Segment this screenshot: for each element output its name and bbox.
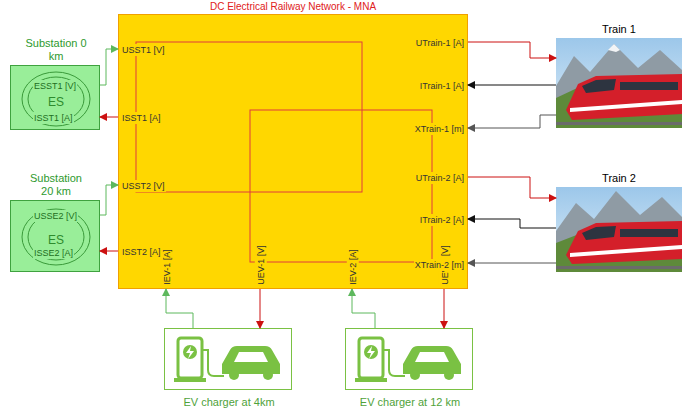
signal-connector: [468, 263, 556, 264]
signal-name: IEV-2 [A]: [347, 248, 359, 286]
ev-charger-icon: [355, 338, 461, 382]
signal-connector: [100, 251, 118, 252]
signal-name: USST1 [V]: [121, 44, 166, 56]
source-label: ES: [21, 234, 91, 246]
signal-connector: [468, 219, 556, 228]
train-heading: Train 1: [556, 23, 682, 35]
charger-caption: EV charger at 4km: [135, 396, 323, 408]
signal-connector: [468, 177, 556, 198]
ev-charger-icon: [174, 338, 280, 382]
network-region: [250, 110, 432, 262]
signal-connector: [468, 42, 556, 58]
source-label: ES: [21, 96, 91, 108]
signal-connector: [166, 289, 193, 328]
signal-name: UTrain-1 [A]: [415, 37, 465, 49]
mna-network-box: USST1 [V]ISST1 [A]USST2 [V]ISST2 [A]IEV-…: [118, 14, 468, 289]
signal-name: ISSE2 [A]: [33, 247, 74, 259]
substation-box: Substation 0 kmESST1 [V]ISST1 [A]ES: [10, 65, 100, 130]
signal-name: XTrain-2 [m]: [414, 259, 465, 271]
signal-name: XTrain-1 [m]: [414, 123, 465, 135]
signal-name: IEV-1 [A]: [161, 248, 173, 286]
signal-connector: [468, 115, 556, 128]
substation-heading: Substation 0 km: [24, 37, 88, 63]
signal-name: USST2 [V]: [121, 180, 166, 192]
signal-connector: [260, 289, 261, 328]
signal-connector: [444, 289, 445, 328]
signal-name: ESST1 [V]: [33, 80, 77, 92]
signal-connector: [468, 85, 556, 86]
train-photo: [556, 187, 682, 272]
signal-name: ISST1 [A]: [33, 112, 74, 124]
signal-connector: [352, 289, 375, 328]
diagram-title: DC Electrical Railway Network - MNA: [118, 1, 468, 13]
signal-name: UTrain-2 [A]: [415, 172, 465, 184]
signal-connector: [100, 49, 118, 85]
signal-connector: [100, 117, 118, 118]
substation-heading: Substation 20 km: [24, 172, 88, 198]
train-photo: [556, 38, 682, 128]
signal-connector: [100, 185, 118, 215]
signal-name: ISST2 [A]: [121, 246, 162, 258]
signal-name: ITrain-2 [A]: [419, 214, 465, 226]
signal-name: UEV-1 [V]: [255, 244, 267, 286]
substation-box: Substation 20 kmUSSE2 [V]ISSE2 [A]ES: [10, 200, 100, 272]
charger-caption: EV charger at 12 km: [316, 396, 504, 408]
signal-name: ISST1 [A]: [121, 112, 162, 124]
train-heading: Train 2: [556, 172, 682, 184]
signal-name: ITrain-1 [A]: [419, 80, 465, 92]
network-region: [136, 42, 362, 192]
signal-name: USSE2 [V]: [33, 210, 78, 222]
